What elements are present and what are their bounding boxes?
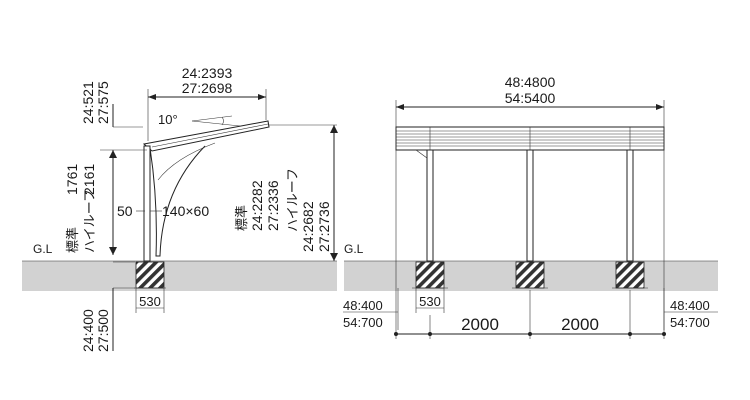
side-footing (135, 261, 165, 289)
overhead-dim-24: 24:521 (80, 81, 96, 124)
front-width-dim-48: 48:4800 (505, 74, 556, 90)
total-height-high-caption: ハイルーフ (285, 168, 300, 232)
ground-label-front: G.L (344, 242, 364, 256)
total-height-high-27: 27:2736 (316, 201, 332, 252)
ground-band-side (22, 261, 337, 291)
front-footing-depth-left-48: 48:400 (343, 298, 383, 313)
side-support-arm (149, 145, 206, 257)
post-offset-label: 50 (117, 203, 133, 219)
beam-height-dim-high: 2161 (81, 164, 97, 195)
front-span-1: 2000 (461, 315, 499, 334)
front-width-dim-54: 54:5400 (505, 90, 556, 106)
ground-label-side: G.L (33, 242, 53, 256)
front-post-left (426, 149, 434, 262)
side-view: G.L 24:2393 27:2698 10° 24:521 27:575 1 (33, 65, 338, 352)
total-height-standard-27: 27:2336 (265, 180, 281, 231)
side-footing-depth-27: 27:500 (95, 309, 111, 352)
side-footing-width: 530 (139, 294, 161, 309)
front-footing-depth-right-54: 54:700 (670, 315, 710, 330)
overhead-dim-27: 27:575 (95, 81, 111, 124)
front-view: G.L 48:4800 54:5400 (343, 74, 718, 339)
post-size-label: 140×60 (162, 203, 209, 219)
side-depth-dim-27: 27:2698 (182, 80, 233, 96)
side-footing-depth-24: 24:400 (80, 309, 96, 352)
side-depth-dim-24: 24:2393 (182, 65, 233, 81)
front-footing-width: 530 (419, 294, 441, 309)
height-caption-standard: 標準 (65, 227, 80, 253)
total-height-standard-caption: 標準 (234, 205, 249, 231)
total-height-high-24: 24:2682 (300, 201, 316, 252)
height-caption-high: ハイルーフ (82, 189, 97, 253)
front-span-2: 2000 (561, 315, 599, 334)
front-post-right (626, 149, 634, 262)
front-post-center (526, 149, 534, 262)
beam-height-dim-standard: 1761 (64, 164, 80, 195)
front-footing-left (415, 261, 445, 289)
front-footing-depth-right-48: 48:400 (670, 298, 710, 313)
roof-angle-label: 10° (158, 112, 178, 127)
total-height-standard-24: 24:2282 (249, 180, 265, 231)
front-footing-center (515, 261, 545, 289)
side-post (143, 145, 151, 262)
front-footing-depth-left-54: 54:700 (343, 315, 383, 330)
front-footing-right (615, 261, 645, 289)
